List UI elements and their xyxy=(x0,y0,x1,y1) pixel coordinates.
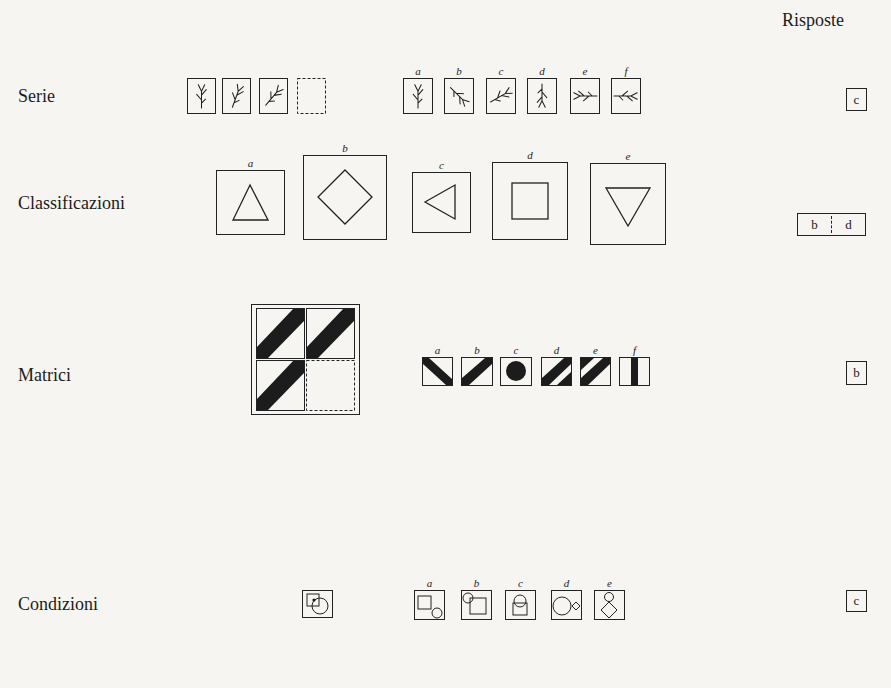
option-box: a xyxy=(216,170,285,235)
answer-letter: c xyxy=(854,594,860,608)
option-letter: e xyxy=(595,577,624,589)
option-box: a xyxy=(422,357,453,386)
option-letter: a xyxy=(423,344,452,356)
option-letter: c xyxy=(506,577,535,589)
option-box: d xyxy=(541,357,572,386)
option-letter: c xyxy=(413,159,470,171)
option-box: c xyxy=(505,590,536,620)
option-box: c xyxy=(486,78,516,114)
answer-box: bd xyxy=(797,213,866,236)
answer-letter: b xyxy=(853,366,860,380)
option-letter: b xyxy=(445,65,473,77)
answer-box: b xyxy=(846,361,867,385)
option-box: c xyxy=(500,357,532,386)
option-box: b xyxy=(461,590,492,620)
answer-box: c xyxy=(846,88,867,111)
option-letter: e xyxy=(571,65,599,77)
option-box: b xyxy=(461,357,493,386)
option-letter: f xyxy=(620,344,649,356)
option-box: b xyxy=(303,155,387,240)
option-letter: a xyxy=(217,157,284,169)
row-label: Matrici xyxy=(18,365,71,385)
option-letter: e xyxy=(591,150,665,162)
option-box: f xyxy=(619,357,650,386)
option-box: d xyxy=(527,78,557,114)
option-letter: d xyxy=(493,149,567,161)
answer-letter: c xyxy=(854,93,860,107)
row-label: Classificazioni xyxy=(18,193,125,213)
answer-letter: d xyxy=(832,218,865,232)
option-box: e xyxy=(594,590,625,620)
answer-box: c xyxy=(846,590,867,612)
answer-letter: b xyxy=(798,218,831,232)
option-box: a xyxy=(414,590,445,620)
option-box: f xyxy=(611,78,641,114)
row-label: Condizioni xyxy=(18,594,98,614)
option-box: e xyxy=(590,163,666,245)
option-letter: d xyxy=(528,65,556,77)
dashed-divider xyxy=(831,216,832,233)
option-box: e xyxy=(580,357,611,386)
option-letter: d xyxy=(552,577,581,589)
option-letter: c xyxy=(487,65,515,77)
option-letter: c xyxy=(501,344,531,356)
option-box: e xyxy=(570,78,600,114)
option-box: b xyxy=(444,78,474,114)
option-letter: f xyxy=(612,65,640,77)
option-letter: e xyxy=(581,344,610,356)
option-letter: a xyxy=(404,65,432,77)
column-heading: Risposte xyxy=(782,10,844,30)
option-box: d xyxy=(551,590,582,620)
option-box: a xyxy=(403,78,433,114)
row-label: Serie xyxy=(18,86,55,106)
option-letter: a xyxy=(415,577,444,589)
option-letter: d xyxy=(542,344,571,356)
option-letter: b xyxy=(304,142,386,154)
option-letter: b xyxy=(462,344,492,356)
option-box: d xyxy=(492,162,568,240)
option-letter: b xyxy=(462,577,491,589)
option-box: c xyxy=(412,172,471,233)
